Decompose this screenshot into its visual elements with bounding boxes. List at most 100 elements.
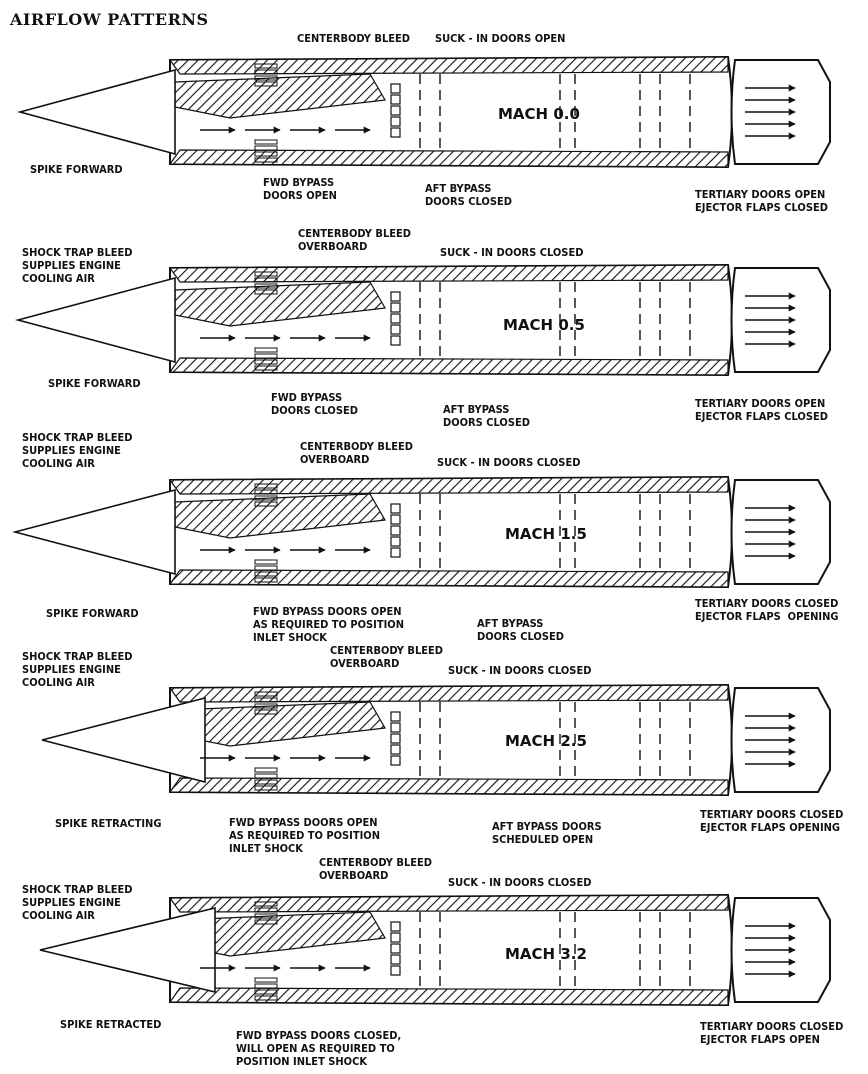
top-label-2a: CENTERBODY BLEED OVERBOARD — [298, 227, 412, 253]
aft-bypass-door — [390, 313, 401, 324]
shock-trap-label-2: SHOCK TRAP BLEED SUPPLIES ENGINE COOLING… — [22, 246, 133, 285]
top-label-1b: SUCK - IN DOORS OPEN — [435, 32, 566, 45]
bypass-door-cell — [254, 145, 278, 151]
top-label-4a: CENTERBODY BLEED OVERBOARD — [330, 644, 444, 670]
top-label-3b: SUCK - IN DOORS CLOSED — [437, 456, 581, 469]
inlet-spike — [14, 276, 176, 364]
bypass-door-cell — [254, 907, 278, 913]
bypass-door-cell — [254, 703, 278, 709]
shock-trap-label-3: SHOCK TRAP BLEED SUPPLIES ENGINE COOLING… — [22, 431, 133, 470]
aft-bypass-door — [390, 932, 401, 943]
aft-bypass-door — [390, 324, 401, 335]
aft-bypass-door — [390, 921, 401, 932]
bypass-door-cell — [254, 767, 278, 773]
aft-bypass-door — [390, 116, 401, 127]
bypass-door-cell — [254, 359, 278, 365]
aft-bypass-label-4: AFT BYPASS DOORS SCHEDULED OPEN — [492, 820, 602, 846]
spike-label-3: SPIKE FORWARD — [46, 607, 139, 620]
nozzle-label-4: TERTIARY DOORS CLOSED EJECTOR FLAPS OPEN… — [700, 808, 844, 834]
bypass-door-cell — [254, 977, 278, 983]
upper-wall-hatching — [168, 684, 729, 703]
inlet-spike — [41, 696, 206, 784]
fwd-bypass-label-2: FWD BYPASS DOORS CLOSED — [271, 391, 358, 417]
top-label-4b: SUCK - IN DOORS CLOSED — [448, 664, 592, 677]
aft-bypass-label-2: AFT BYPASS DOORS CLOSED — [443, 403, 530, 429]
mach-label-2: MACH 0.5 — [503, 316, 585, 334]
bypass-door-cell — [254, 779, 278, 785]
bypass-door-cell — [254, 277, 278, 283]
inlet-spike — [16, 68, 176, 156]
bypass-door-cell — [254, 577, 278, 583]
upper-wall-hatching — [168, 894, 729, 913]
aft-bypass-door — [390, 755, 401, 766]
aft-bypass-door — [390, 525, 401, 536]
engine-4 — [41, 683, 831, 797]
aft-bypass-door — [390, 335, 401, 346]
aft-bypass-door — [390, 744, 401, 755]
bypass-door-cell — [254, 691, 278, 697]
bypass-door-cell — [254, 697, 278, 703]
aft-bypass-door — [390, 722, 401, 733]
bypass-door-cell — [254, 289, 278, 295]
aft-bypass-door — [390, 965, 401, 976]
bypass-door-cell — [254, 901, 278, 907]
bypass-door-cell — [254, 919, 278, 925]
lower-wall-hatching — [168, 569, 729, 588]
bypass-door-cell — [254, 283, 278, 289]
top-label-2b: SUCK - IN DOORS CLOSED — [440, 246, 584, 259]
bypass-door-cell — [254, 565, 278, 571]
aft-bypass-door — [390, 536, 401, 547]
bypass-door-cell — [254, 995, 278, 1001]
aft-bypass-door — [390, 291, 401, 302]
aft-bypass-door — [390, 943, 401, 954]
nozzle-label-5: TERTIARY DOORS CLOSED EJECTOR FLAPS OPEN — [700, 1020, 844, 1046]
lower-wall-hatching — [168, 357, 729, 376]
bypass-door-cell — [254, 353, 278, 359]
bypass-door-cell — [254, 157, 278, 163]
engine-1 — [16, 55, 831, 169]
bypass-door-cell — [254, 489, 278, 495]
bypass-door-cell — [254, 347, 278, 353]
aft-bypass-label-3: AFT BYPASS DOORS CLOSED — [477, 617, 564, 643]
aft-bypass-door — [390, 302, 401, 313]
nozzle-label-2: TERTIARY DOORS OPEN EJECTOR FLAPS CLOSED — [695, 397, 828, 423]
top-label-3a: CENTERBODY BLEED OVERBOARD — [300, 440, 414, 466]
lower-wall-hatching — [168, 987, 729, 1006]
aft-bypass-door — [390, 733, 401, 744]
aft-bypass-door — [390, 83, 401, 94]
bypass-door-cell — [254, 785, 278, 791]
top-label-5b: SUCK - IN DOORS CLOSED — [448, 876, 592, 889]
bypass-door-cell — [254, 63, 278, 69]
spike-label-5: SPIKE RETRACTED — [60, 1018, 162, 1031]
engine-5 — [39, 893, 831, 1007]
inlet-spike — [11, 488, 176, 576]
lower-wall-hatching — [168, 149, 729, 168]
bypass-door-cell — [254, 983, 278, 989]
aft-bypass-door — [390, 127, 401, 138]
bypass-door-cell — [254, 271, 278, 277]
spike-label-2: SPIKE FORWARD — [48, 377, 141, 390]
bypass-door-cell — [254, 365, 278, 371]
aft-bypass-door — [390, 514, 401, 525]
mach-label-1: MACH 0.0 — [498, 105, 580, 123]
bypass-door-cell — [254, 81, 278, 87]
lower-wall-hatching — [168, 777, 729, 796]
aft-bypass-door — [390, 954, 401, 965]
shock-trap-label-5: SHOCK TRAP BLEED SUPPLIES ENGINE COOLING… — [22, 883, 133, 922]
engine-3 — [11, 475, 831, 589]
bypass-door-cell — [254, 483, 278, 489]
shock-trap-label-4: SHOCK TRAP BLEED SUPPLIES ENGINE COOLING… — [22, 650, 133, 689]
aft-bypass-door — [390, 547, 401, 558]
spike-label-4: SPIKE RETRACTING — [55, 817, 162, 830]
spike-label-1: SPIKE FORWARD — [30, 163, 123, 176]
aft-bypass-label-1: AFT BYPASS DOORS CLOSED — [425, 182, 512, 208]
mach-label-3: MACH 1.5 — [505, 525, 587, 543]
bypass-door-cell — [254, 501, 278, 507]
upper-wall-hatching — [168, 264, 729, 283]
bypass-door-cell — [254, 139, 278, 145]
nozzle-label-3: TERTIARY DOORS CLOSED EJECTOR FLAPS OPEN… — [695, 597, 839, 623]
nozzle-label-1: TERTIARY DOORS OPEN EJECTOR FLAPS CLOSED — [695, 188, 828, 214]
bypass-door-cell — [254, 709, 278, 715]
mach-label-5: MACH 3.2 — [505, 945, 587, 963]
